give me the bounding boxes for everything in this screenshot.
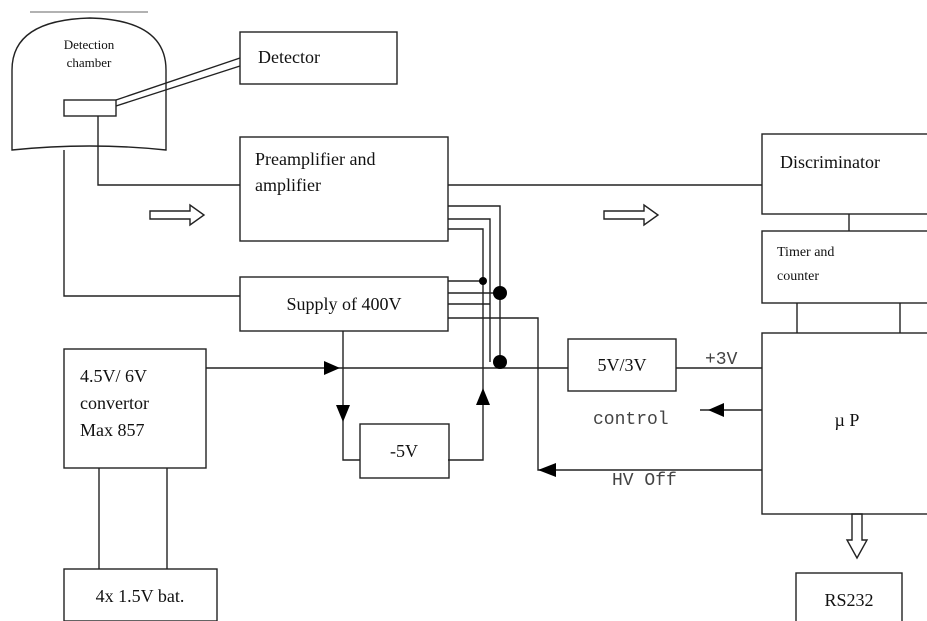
- rs232-arrow: [845, 513, 869, 560]
- detector-callout-1: [115, 57, 241, 101]
- wire-supply-neg5: [342, 331, 360, 461]
- plus3v-label: +3V: [705, 350, 738, 370]
- wire-preamp-feed-a: [448, 205, 501, 362]
- up-box: [761, 332, 927, 515]
- battery-box: [63, 568, 218, 621]
- arrow-conv-bus: [324, 361, 340, 375]
- rs232-label: RS232: [824, 590, 873, 610]
- convertor-label-1: 4.5V/ 6V: [80, 366, 147, 386]
- detector-box: [239, 31, 398, 85]
- wire-hv-off: [448, 317, 762, 471]
- detector-label: Detector: [258, 47, 320, 67]
- wire-detector-preamp: [97, 116, 240, 186]
- flow-arrow-left: [149, 203, 206, 227]
- arrow-control: [708, 403, 724, 417]
- arrow-hv-off: [538, 463, 556, 477]
- discriminator-box: [761, 133, 927, 215]
- regulator-box: [567, 338, 677, 392]
- junction-small: [479, 277, 487, 285]
- timer-box: [761, 230, 927, 304]
- rs232-box: [795, 572, 903, 621]
- junction-b: [493, 355, 507, 369]
- preamp-box: [239, 136, 449, 242]
- arrow-neg5-up: [476, 388, 490, 405]
- convertor-box: [63, 348, 207, 469]
- control-label: control: [593, 410, 669, 430]
- convertor-label-2: convertor: [80, 393, 149, 413]
- wire-preamp-feed-b: [448, 218, 491, 362]
- chamber-label-2: chamber: [67, 55, 112, 70]
- detector-callout-2: [115, 65, 241, 107]
- battery-label: 4x 1.5V bat.: [96, 586, 185, 606]
- neg5-box: [359, 423, 450, 479]
- arrow-to-neg5: [336, 405, 350, 422]
- wire-neg5-return: [448, 228, 484, 461]
- hv-off-label: HV Off: [612, 471, 677, 491]
- preamp-label-2: amplifier: [255, 175, 321, 195]
- neg5-label: -5V: [390, 441, 418, 461]
- discriminator-label: Discriminator: [780, 152, 880, 172]
- wire-chamber-supply: [63, 150, 240, 297]
- chamber-label-1: Detection: [64, 37, 115, 52]
- preamp-label-1: Preamplifier and: [255, 149, 375, 169]
- flow-arrow-right: [603, 203, 660, 227]
- convertor-label-3: Max 857: [80, 420, 145, 440]
- up-label: µ P: [835, 410, 860, 430]
- detector-element: [63, 99, 117, 117]
- junction-a: [493, 286, 507, 300]
- timer-label-2: counter: [777, 269, 819, 284]
- timer-label-1: Timer and: [777, 245, 834, 260]
- regulator-label: 5V/3V: [598, 355, 647, 375]
- supply-label: Supply of 400V: [286, 294, 401, 314]
- detection-chamber-shape: [11, 17, 167, 151]
